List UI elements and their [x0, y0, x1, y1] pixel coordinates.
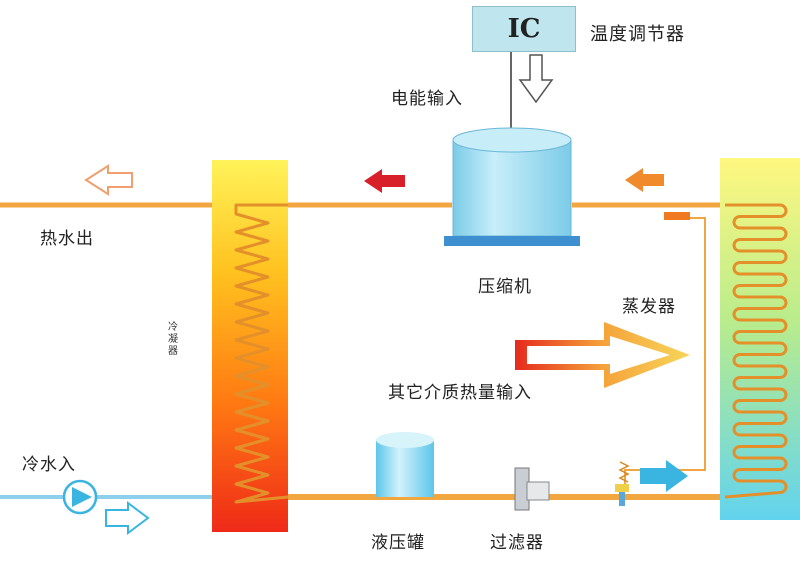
ic-label: IC	[507, 14, 541, 44]
evaporator-coil-path	[724, 203, 788, 499]
liquid-tank-top	[376, 432, 434, 448]
temperature-controller-box: IC	[472, 6, 576, 52]
capillary-pipe	[624, 217, 706, 490]
valve-spring	[618, 461, 630, 483]
liquid-tank	[376, 432, 434, 497]
cold-water-in-arrow-icon	[105, 501, 150, 535]
liquid-tank-label: 液压罐	[371, 533, 425, 553]
heat-input-arrow-inner	[527, 336, 670, 374]
cold-water-in-label: 冷水入	[22, 455, 76, 475]
filter	[514, 467, 550, 511]
evaporator-coil	[724, 203, 788, 499]
hot-water-out-label: 热水出	[40, 229, 94, 249]
pump-triangle	[72, 487, 92, 507]
condenser-coil	[234, 203, 289, 504]
flow-arrow-red-icon	[364, 169, 405, 193]
compressor-top	[452, 127, 572, 153]
refrigerant-pipes	[0, 202, 725, 500]
flow-arrow-cyan-icon	[640, 460, 688, 492]
condenser	[212, 160, 289, 532]
expansion-valve	[615, 461, 630, 506]
filter-label: 过滤器	[490, 533, 544, 553]
sensor-tab	[664, 212, 690, 220]
temperature-controller-label: 温度调节器	[590, 24, 685, 45]
other-heat-input-label: 其它介质热量输入	[388, 383, 532, 403]
power-input-arrow-icon	[518, 54, 554, 104]
power-input-label: 电能输入	[391, 89, 463, 109]
condenser-label: 冷凝器	[168, 322, 178, 357]
flow-arrow-orange-icon	[625, 168, 664, 192]
liquid-tank-body	[376, 434, 434, 497]
compressor-base	[444, 236, 580, 246]
filter-cap	[526, 481, 550, 501]
compressor-label: 压缩机	[478, 277, 532, 297]
water-pump-icon	[62, 479, 98, 515]
valve-stem	[619, 492, 625, 506]
compressor	[444, 52, 580, 246]
hot-water-out-arrow-icon	[84, 164, 133, 196]
evaporator	[720, 158, 800, 520]
evaporator-label: 蒸发器	[622, 297, 676, 317]
valve-top	[615, 484, 629, 492]
evaporator-body	[720, 158, 800, 520]
condenser-body	[212, 160, 288, 532]
condenser-coil-path	[234, 203, 289, 504]
